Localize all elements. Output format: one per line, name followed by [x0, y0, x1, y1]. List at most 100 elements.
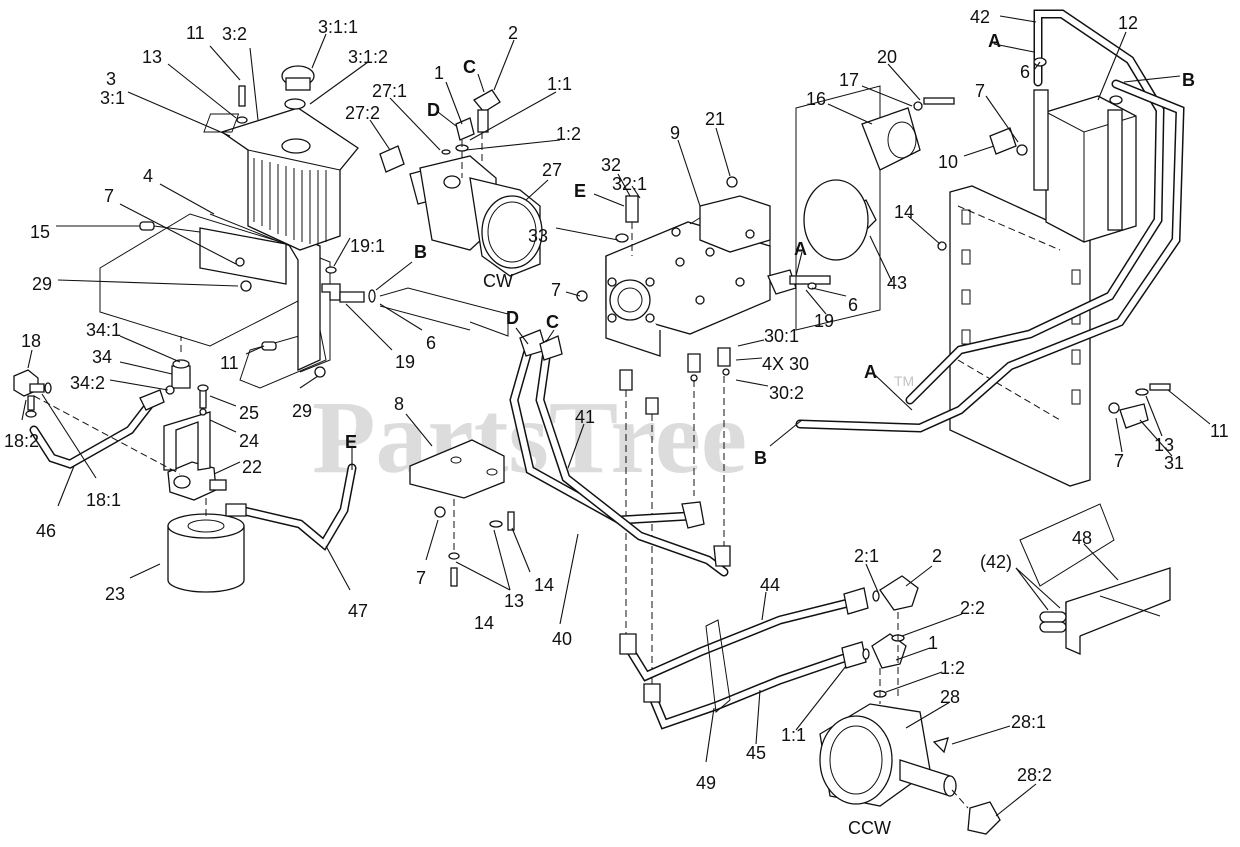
callout-label: 6: [1020, 62, 1030, 82]
callout-label: 18:2: [4, 431, 39, 451]
callout-label: 29: [32, 274, 52, 294]
callout-label: 47: [348, 601, 368, 621]
pump-assembly: [576, 176, 831, 690]
callout-label: 49: [696, 773, 716, 793]
watermark-trademark: TM: [894, 373, 914, 389]
callout-label: B: [1182, 70, 1195, 90]
callout-label: 27: [542, 160, 562, 180]
callout-label: A: [864, 362, 877, 382]
right-frame-assembly: [795, 9, 1185, 487]
watermark: PartsTree TM: [312, 373, 914, 495]
callout-label: B: [754, 448, 767, 468]
filter-assembly: [13, 336, 357, 593]
callout-label: 2:2: [960, 598, 985, 618]
callout-label: 19: [395, 352, 415, 372]
callout-label: 3:1:1: [318, 17, 358, 37]
callout-label: 28:2: [1017, 765, 1052, 785]
callout-label: 41: [575, 407, 595, 427]
hose-40-41: [509, 329, 731, 577]
callout-label: B: [414, 242, 427, 262]
callout-label: 7: [416, 568, 426, 588]
mount-plate: [409, 439, 515, 587]
callout-label: 45: [746, 743, 766, 763]
callout-label: 3:2: [222, 24, 247, 44]
callout-label: 32: [601, 155, 621, 175]
ccw-motor-assembly: [619, 575, 1001, 835]
callout-label: 34: [92, 347, 112, 367]
callout-label: 40: [552, 629, 572, 649]
detail-inset: [1019, 503, 1171, 655]
callout-label: 29: [292, 401, 312, 421]
callout-label: 42: [970, 7, 990, 27]
callout-label: A: [794, 239, 807, 259]
callout-label: 6: [848, 295, 858, 315]
callout-label: 14: [474, 613, 494, 633]
callout-label: 3:1: [100, 88, 125, 108]
callout-label: E: [345, 432, 357, 452]
callout-label: 4X 30: [762, 354, 809, 374]
callout-label: D: [506, 308, 519, 328]
callout-label: 6: [426, 333, 436, 353]
callout-label: 10: [938, 152, 958, 172]
callout-label: 3:1:2: [348, 47, 388, 67]
callout-label: 1: [434, 63, 444, 83]
callout-label: 20: [877, 47, 897, 67]
cw-motor-assembly: [379, 89, 543, 277]
callout-label: 43: [887, 273, 907, 293]
callout-label: 7: [104, 186, 114, 206]
cw-label: CW: [483, 271, 513, 291]
callout-label: 30:1: [764, 326, 799, 346]
callout-label: 34:1: [86, 320, 121, 340]
callout-label: 3: [106, 69, 116, 89]
callout-label: 15: [30, 222, 50, 242]
callout-label: (42): [980, 552, 1012, 572]
callout-label: 12: [1118, 13, 1138, 33]
callout-label: E: [574, 181, 586, 201]
callout-label: A: [988, 31, 1001, 51]
callout-label: 1:2: [556, 124, 581, 144]
callout-label: D: [427, 100, 440, 120]
callout-label: 14: [534, 575, 554, 595]
callout-label: 7: [551, 280, 561, 300]
callout-label: 30:2: [769, 383, 804, 403]
callout-label: 31: [1164, 453, 1184, 473]
callout-label: 13: [1154, 435, 1174, 455]
callout-label: 19: [814, 311, 834, 331]
callout-label: 13: [504, 591, 524, 611]
callout-label: 13: [142, 47, 162, 67]
callout-label: 1: [928, 633, 938, 653]
callout-label: 1:1: [547, 74, 572, 94]
watermark-brand: PartsTree: [312, 380, 747, 495]
callout-label: 48: [1072, 528, 1092, 548]
callout-label: 18:1: [86, 490, 121, 510]
callout-label: 4: [143, 166, 153, 186]
callout-label: 2:1: [854, 546, 879, 566]
callout-label: 23: [105, 584, 125, 604]
callout-label: 25: [239, 403, 259, 423]
callout-label: 11: [186, 23, 205, 43]
callout-label: 27:1: [372, 81, 407, 101]
callout-label: 9: [670, 123, 680, 143]
callout-label: 8: [394, 394, 404, 414]
callout-label: 2: [508, 23, 518, 43]
callout-label: 33: [528, 226, 548, 246]
callout-label: 19:1: [350, 236, 385, 256]
callout-label: 16: [806, 89, 826, 109]
callout-label: 46: [36, 521, 56, 541]
callout-label: 1:2: [940, 658, 965, 678]
callout-label: 22: [242, 457, 262, 477]
callout-label: 28: [940, 687, 960, 707]
callout-label: 27:2: [345, 103, 380, 123]
callout-label: 32:1: [612, 174, 647, 194]
callout-label: 28:1: [1011, 712, 1046, 732]
callout-label: 18: [21, 331, 41, 351]
callout-label: 7: [975, 81, 985, 101]
callout-label: 11: [220, 353, 239, 373]
leader-lines: [21, 15, 1211, 817]
ccw-label: CCW: [848, 818, 891, 838]
callout-label: 14: [894, 202, 914, 222]
reservoir-assembly: [99, 65, 509, 389]
callout-label: 34:2: [70, 373, 105, 393]
